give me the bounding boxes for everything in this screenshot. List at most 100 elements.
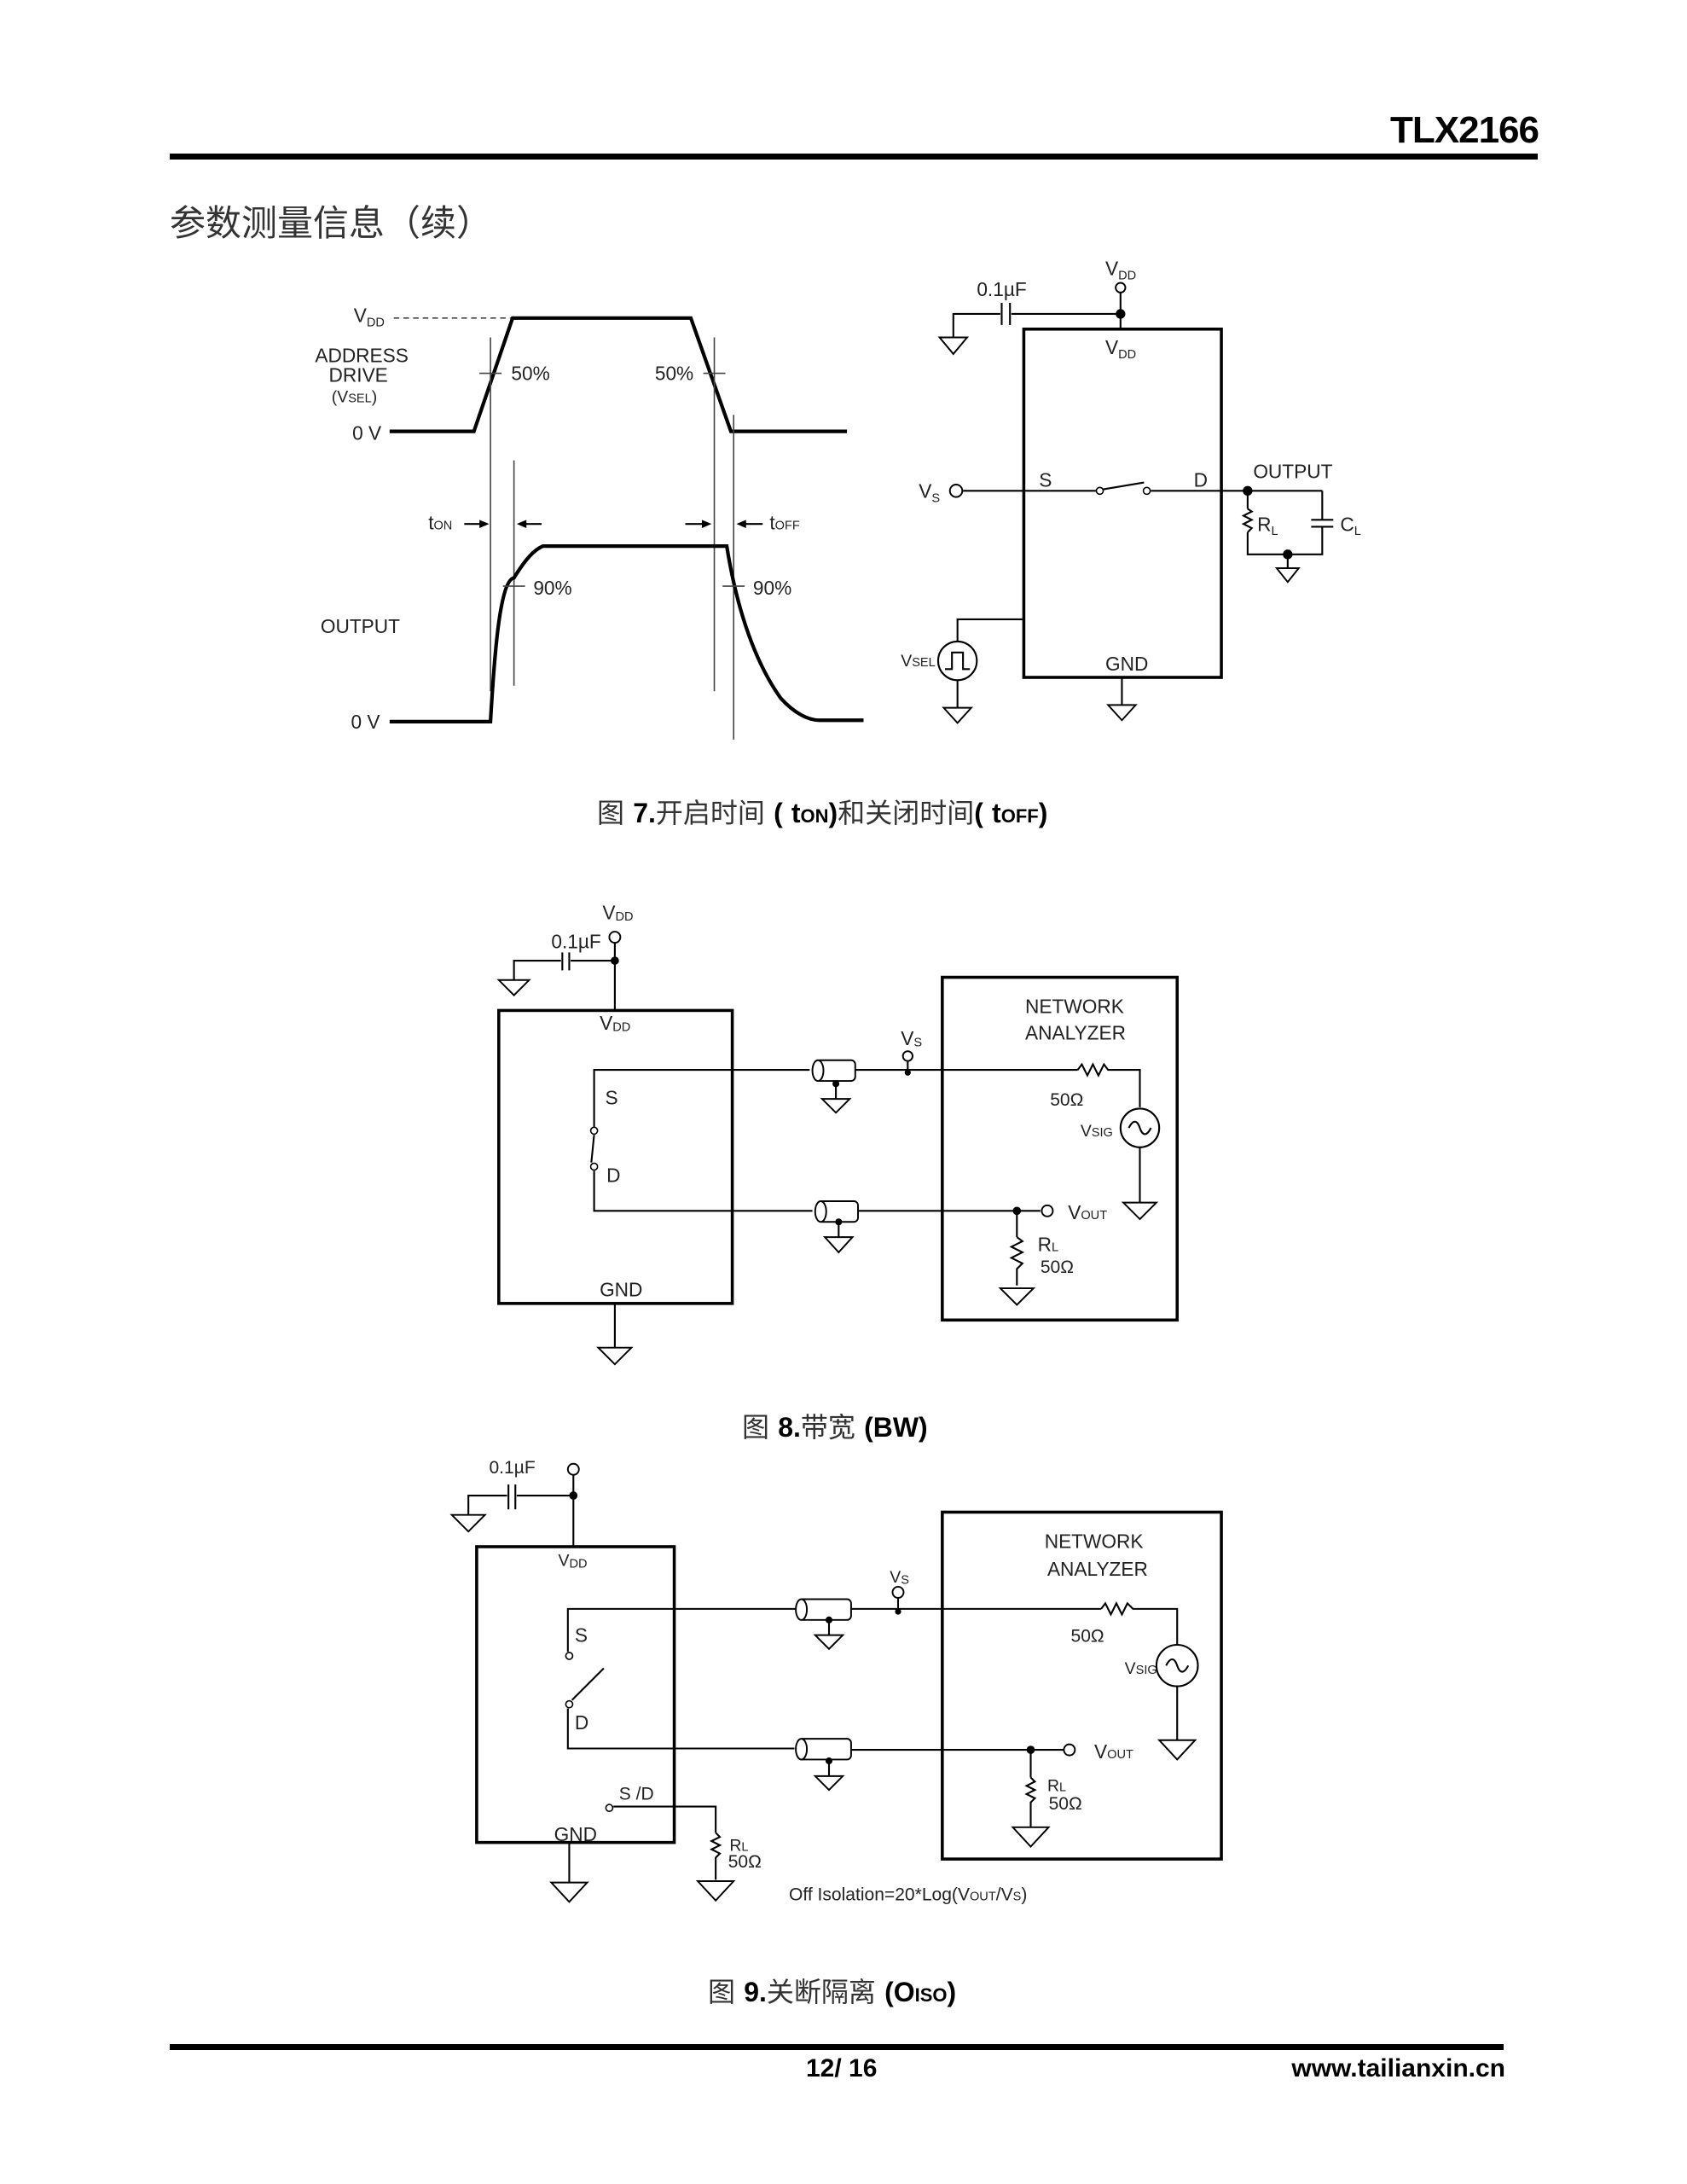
device-box — [497, 1008, 734, 1305]
gnd-label: GND — [554, 1823, 597, 1845]
switch-contact — [1095, 486, 1104, 496]
vdd-inside-label: VDD — [1105, 336, 1136, 362]
s-pin-label: S — [606, 1087, 618, 1109]
vout-terminal — [1063, 1743, 1076, 1757]
series-resistor-label: 50Ω — [1070, 1627, 1104, 1647]
section-heading: 参数测量信息（续） — [170, 202, 493, 244]
wire — [613, 1805, 717, 1833]
caption-abbreviation: (BW) — [864, 1412, 928, 1443]
rl-left-label: RL — [729, 1836, 748, 1855]
vdd-terminal — [566, 1462, 580, 1476]
caption-number: 7. — [633, 798, 656, 828]
zero-v-top-label: 0 V — [352, 421, 382, 444]
sine-glyph — [1128, 1120, 1152, 1136]
footer-divider — [170, 2044, 1504, 2050]
vs-terminal — [948, 484, 964, 498]
sd-pin-label: S /D — [619, 1784, 654, 1804]
address-drive-waveform — [389, 316, 848, 433]
wire — [956, 618, 1023, 642]
website-link[interactable]: www.tailianxin.cn — [1291, 2054, 1505, 2082]
caption-prefix: 图 — [597, 797, 625, 829]
series-resistor-label: 50Ω — [1050, 1090, 1083, 1110]
address-drive-label-line1: ADDRESS — [315, 345, 409, 367]
figure7-caption: 图 7.开启时间 ( tON)和关闭时间( tOFF) — [597, 797, 1048, 829]
coax-end — [811, 1059, 825, 1083]
caption-subscript: ISO — [914, 1984, 948, 2006]
figure7-timing-diagram: VDD ADDRESS DRIVE (VSEL) 0 V 50% 50% tON… — [315, 305, 864, 740]
d-pin-label: D — [606, 1164, 620, 1186]
analyzer-title-line2: ANALYZER — [1047, 1558, 1148, 1580]
rl-left-value: 50Ω — [728, 1852, 762, 1872]
switch-contact — [565, 1652, 574, 1660]
page-number: 12/ 16 — [806, 2054, 878, 2082]
pulse-source-icon — [936, 640, 978, 682]
ground-icon — [813, 1774, 845, 1792]
ton-label: tON — [428, 512, 452, 534]
vs-label: VS — [901, 1027, 922, 1050]
sd-contact — [605, 1804, 614, 1813]
caption-text: 和关闭时间 — [838, 797, 975, 829]
pct-50-right-label: 50% — [655, 363, 693, 385]
caption-number: 8. — [778, 1412, 801, 1443]
vdd-terminal — [608, 931, 622, 944]
toff-symbol: t — [992, 798, 1001, 828]
arrowhead — [516, 520, 527, 529]
vdd-pin-label: VDD — [1105, 258, 1136, 283]
caption-text: 开启时间 — [655, 797, 765, 829]
ground-icon — [942, 706, 974, 724]
vsig-label: VSIG — [1081, 1122, 1113, 1141]
vdd-inside-label: VDD — [600, 1012, 630, 1035]
ton-symbol: t — [791, 798, 801, 828]
switch-contact — [1142, 486, 1151, 496]
ground-icon — [937, 336, 970, 356]
bypass-cap-label: 0.1µF — [489, 1458, 535, 1478]
wire — [566, 1708, 795, 1750]
vout-label: VOUT — [1068, 1201, 1107, 1223]
network-analyzer-box — [941, 1510, 1223, 1861]
sine-glyph — [1165, 1658, 1190, 1673]
ground-icon — [449, 1513, 487, 1533]
switch-contact — [565, 1699, 574, 1709]
rl-label: RL — [1038, 1233, 1058, 1255]
junction — [904, 1069, 911, 1076]
bypass-cap-label: 0.1µF — [977, 278, 1026, 300]
ground-icon — [813, 1634, 845, 1651]
wire — [566, 1607, 809, 1653]
figure7-test-circuit: VDD 0.1µF VDD VS S D OUTPUT RL CL — [901, 258, 1361, 724]
network-analyzer-box — [941, 975, 1180, 1322]
ground-icon — [695, 1880, 736, 1902]
document-title: TLX2166 — [1390, 109, 1539, 151]
vsig-label: VSIG — [1125, 1659, 1157, 1678]
rl-label: RL — [1047, 1777, 1066, 1796]
vsel-label: (VSEL) — [332, 388, 377, 407]
figure9-caption: 图 9.关断隔离 (OISO) — [708, 1971, 956, 2010]
caption-prefix: 图 — [742, 1411, 770, 1443]
vdd-label: VDD — [354, 305, 385, 330]
wire — [593, 1170, 813, 1212]
coax-end — [795, 1738, 809, 1761]
figure9-off-isolation-circuit: 0.1µF VDD S D S /D RL 50Ω GND VS — [449, 1458, 1223, 1905]
switch-blade-open — [571, 1667, 605, 1701]
ground-icon — [1106, 704, 1138, 722]
caption-close-paren: ) — [947, 1977, 957, 2007]
rl-value-label: 50Ω — [1041, 1258, 1074, 1277]
vout-label: VOUT — [1094, 1740, 1133, 1763]
vsel-label: VSEL — [901, 652, 935, 671]
bypass-cap-label: 0.1µF — [551, 931, 600, 953]
analyzer-title-line2: ANALYZER — [1025, 1021, 1126, 1043]
square-wave-glyph — [945, 651, 971, 671]
resistor-50ohm — [1100, 1601, 1179, 1645]
resistor-rl — [1009, 1236, 1025, 1286]
caption-text: 带宽 — [800, 1411, 855, 1443]
arrowhead — [736, 520, 746, 529]
header-divider — [170, 154, 1538, 160]
ground-icon — [1011, 1826, 1051, 1848]
resistor-rl — [1241, 508, 1255, 533]
switch-blade — [590, 1135, 595, 1163]
wire — [513, 960, 561, 980]
output-label: OUTPUT — [1253, 461, 1332, 483]
ground-icon — [496, 979, 531, 996]
vdd-terminal — [1115, 282, 1127, 293]
figure8-bandwidth-circuit: VDD 0.1µF VDD S D GND VS — [496, 902, 1180, 1366]
rl-value-label: 50Ω — [1049, 1794, 1082, 1814]
